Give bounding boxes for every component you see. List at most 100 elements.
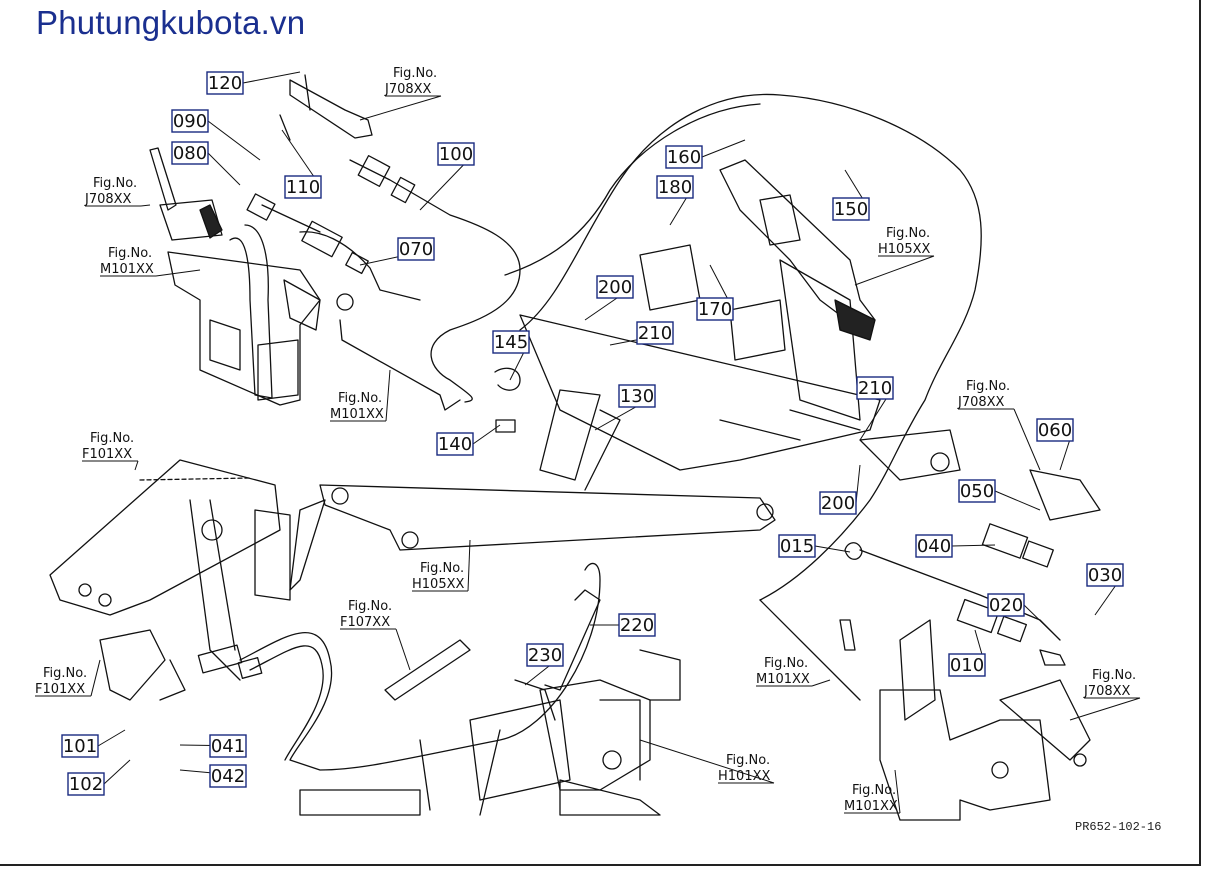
part-number-label: 102	[69, 774, 103, 795]
part-callout-210[interactable]: 210	[856, 376, 894, 441]
part-callout-042[interactable]: 042	[179, 764, 247, 788]
callout-box	[436, 432, 474, 456]
part-number-label: 210	[638, 323, 672, 344]
part-callout-080[interactable]: 080	[171, 141, 241, 186]
part-number-label: 230	[528, 645, 562, 666]
figure-ref-f101xx[interactable]: Fig.No.F101XX	[82, 431, 139, 471]
part-callout-200[interactable]: 200	[819, 464, 861, 515]
leader-line	[951, 544, 996, 547]
callout-box	[819, 491, 857, 515]
part-callout-102[interactable]: 102	[67, 759, 131, 796]
part-number-label: 042	[211, 766, 245, 787]
figure-ref-code: F101XX	[35, 682, 85, 697]
figure-ref-label: Fig.No.	[348, 599, 392, 614]
figure-ref-code: J708XX	[84, 192, 132, 207]
part-callout-170[interactable]: 170	[696, 264, 734, 321]
figure-ref-j708xx[interactable]: Fig.No.J708XX	[957, 379, 1041, 471]
figure-references: Fig.No.J708XXFig.No.J708XXFig.No.M101XXF…	[35, 66, 1141, 814]
part-callout-060[interactable]: 060	[1036, 418, 1074, 471]
figure-ref-code: F107XX	[340, 615, 390, 630]
figure-ref-j708xx[interactable]: Fig.No.J708XX	[84, 176, 151, 207]
leader-line	[155, 269, 201, 277]
part-callout-120[interactable]: 120	[206, 71, 301, 95]
part-callout-150[interactable]: 150	[832, 169, 870, 221]
part-callout-040[interactable]: 040	[915, 534, 996, 558]
leader-line	[385, 369, 391, 422]
callout-box	[397, 237, 435, 261]
part-number-label: 200	[598, 277, 632, 298]
callout-box	[958, 479, 996, 503]
leader-line	[242, 71, 301, 84]
part-callout-145[interactable]: 145	[492, 330, 530, 381]
part-callout-110[interactable]: 110	[281, 129, 322, 199]
leader-line	[701, 139, 746, 158]
figure-ref-m101xx[interactable]: Fig.No.M101XX	[100, 246, 201, 277]
part-callout-140[interactable]: 140	[436, 424, 501, 456]
part-callout-100[interactable]: 100	[419, 142, 475, 211]
leader-line	[639, 739, 775, 784]
part-number-label: 110	[286, 177, 320, 198]
leader-line	[467, 539, 471, 592]
part-callout-030[interactable]: 030	[1086, 563, 1124, 616]
figure-ref-code: H105XX	[878, 242, 930, 257]
figure-ref-label: Fig.No.	[420, 561, 464, 576]
part-callout-130[interactable]: 130	[594, 384, 656, 431]
callout-box	[832, 197, 870, 221]
figure-ref-m101xx[interactable]: Fig.No.M101XX	[756, 656, 831, 687]
figure-ref-h105xx[interactable]: Fig.No.H105XX	[854, 226, 935, 286]
callout-box	[209, 734, 247, 758]
part-number-label: 120	[208, 73, 242, 94]
part-number-label: 100	[439, 144, 473, 165]
figure-ref-code: J708XX	[384, 82, 432, 97]
part-number-label: 050	[960, 481, 994, 502]
part-callout-015[interactable]: 015	[778, 534, 851, 558]
callout-box	[61, 734, 99, 758]
part-callout-070[interactable]: 070	[359, 237, 435, 266]
figure-ref-label: Fig.No.	[393, 66, 437, 81]
figure-ref-label: Fig.No.	[726, 753, 770, 768]
part-callout-160[interactable]: 160	[665, 139, 746, 169]
figure-ref-code: J708XX	[957, 395, 1005, 410]
brand-title[interactable]: Phutungkubota.vn	[36, 4, 306, 41]
leader-line	[359, 95, 442, 121]
part-callout-041[interactable]: 041	[179, 734, 247, 758]
part-callout-180[interactable]: 180	[656, 175, 694, 226]
part-number-label: 170	[698, 299, 732, 320]
line-art	[49, 74, 1101, 821]
part-number-label: 010	[950, 655, 984, 676]
figure-ref-h101xx[interactable]: Fig.No.H101XX	[639, 739, 775, 784]
part-number-label: 220	[620, 615, 654, 636]
part-callout-210[interactable]: 210	[609, 321, 674, 346]
figure-ref-f101xx[interactable]: Fig.No.F101XX	[35, 659, 101, 697]
figure-ref-code: H105XX	[412, 577, 464, 592]
part-number-label: 180	[658, 177, 692, 198]
figure-ref-code: J708XX	[1083, 684, 1131, 699]
part-callout-050[interactable]: 050	[958, 479, 1041, 511]
callout-box	[856, 376, 894, 400]
figure-ref-f107xx[interactable]: Fig.No.F107XX	[340, 599, 411, 671]
part-callout-220[interactable]: 220	[590, 613, 656, 637]
drawing-code: PR652-102-16	[1075, 820, 1162, 834]
part-number-label: 041	[211, 736, 245, 757]
part-callout-020[interactable]: 020	[987, 593, 1061, 641]
part-callout-090[interactable]: 090	[171, 109, 261, 161]
part-callout-101[interactable]: 101	[61, 729, 126, 758]
leader-line	[1069, 697, 1141, 721]
figure-ref-m101xx[interactable]: Fig.No.M101XX	[844, 769, 901, 814]
part-callout-010[interactable]: 010	[948, 629, 986, 677]
figure-ref-j708xx[interactable]: Fig.No.J708XX	[359, 66, 442, 121]
figure-ref-m101xx[interactable]: Fig.No.M101XX	[330, 369, 391, 422]
part-callout-200[interactable]: 200	[584, 275, 634, 321]
leader-line	[140, 204, 151, 207]
figure-ref-j708xx[interactable]: Fig.No.J708XX	[1069, 668, 1141, 721]
figure-ref-code: F101XX	[82, 447, 132, 462]
leader-line	[854, 255, 935, 286]
leader-line	[90, 659, 101, 697]
leader-line	[894, 769, 901, 814]
leader-line	[395, 628, 411, 671]
part-callout-230[interactable]: 230	[524, 643, 564, 686]
callout-box	[1036, 418, 1074, 442]
figure-ref-h105xx[interactable]: Fig.No.H105XX	[412, 539, 471, 592]
